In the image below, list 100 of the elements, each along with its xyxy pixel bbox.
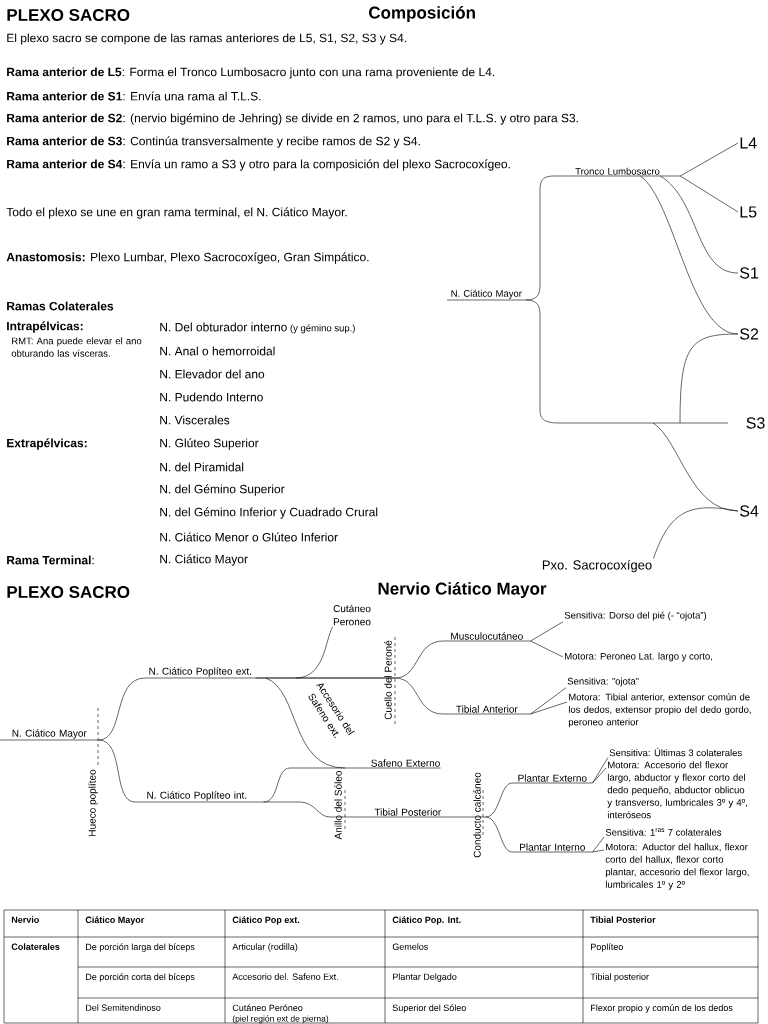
table-cell: Cutáneo Peróneo — [232, 1004, 303, 1012]
list-item: N. Del obturador interno — [160, 322, 287, 332]
table-cell: Plantar Delgado — [393, 973, 457, 982]
nerve-branch — [660, 175, 739, 274]
rotated-label: Conducto calcáneo — [472, 771, 482, 859]
nerve-label: Motora: Accesorio del flexor largo, abductor y flexor corto del dedo pequeño, abductor oblicuo y transverso, lumbricales 3º y 4º, interóseos — [607, 761, 747, 819]
table-cell: Tibial Posterior — [590, 916, 656, 923]
nerve-branch — [679, 333, 739, 424]
nerve-branch — [653, 507, 739, 559]
list-item: N. Elevador del ano — [160, 369, 265, 379]
nerve-branch — [525, 175, 555, 301]
nerve-label: Sensitiva: Dorso del pié (- “ojota”) — [564, 611, 707, 621]
heading: PLEXO SACRO — [7, 586, 130, 599]
paragraph: Rama anterior de S3: Continúa transversalmente y recibe ramos de S2 y S4. — [7, 136, 420, 148]
nerve-label: Motora: Peroneo Lat. largo y corto, — [565, 652, 712, 662]
paragraph: El plexo sacro se compone de las ramas anteriores de L5, S1, S2, S3 y S4. — [7, 33, 407, 45]
paragraph: Todo el plexo se une en gran rama terminal, el N. Ciático Mayor. — [6, 207, 347, 219]
list-item: N. Glúteo Superior — [160, 438, 259, 450]
heading: Composición — [369, 6, 475, 22]
nerve-branch — [265, 677, 346, 769]
nerve-label: Sensitiva: Últimas 3 colaterales — [609, 747, 742, 757]
table-cell: Accesorio del. Safeno Ext. — [232, 973, 338, 980]
rotated-label: Cuello del Peroné — [383, 639, 393, 721]
list-item: N. Viscerales — [160, 415, 230, 425]
table-cell: Ciático Mayor — [85, 916, 145, 925]
nerve-branch — [258, 801, 331, 818]
nerve-label: Tronco Lumbosacro — [554, 167, 681, 177]
list-item: N. Pudendo Interno — [160, 392, 263, 402]
nerve-label: Sensitiva: ”ojota” — [567, 677, 639, 687]
note-text: (y gémino sup.) — [290, 324, 355, 334]
nerve-label: S4 — [740, 505, 759, 517]
table-cell: (piel región ext de pierna) — [232, 1015, 329, 1024]
paragraph: Rama anterior de L5: Forma el Tronco Lumbosacro junto con una rama proveniente de L4. — [7, 67, 495, 79]
nerve-branch — [485, 782, 513, 818]
note-text: RMT: Ana puede elevar el ano obturando las vísceras. — [11, 337, 142, 357]
nerve-label: L4 — [740, 137, 757, 149]
table-cell: Ciático Pop ext. — [232, 916, 300, 925]
rotated-label: Hueco poplíteo — [87, 768, 99, 838]
nerve-label: S2 — [740, 328, 759, 340]
nerve-branch — [680, 142, 739, 177]
paragraph: Anastomosis: Plexo Lumbar, Plexo Sacrocoxígeo, Gran Simpático. — [6, 252, 369, 264]
list-item: N. Ciático Menor o Glúteo Inferior — [160, 532, 338, 542]
nerve-label: Motora: Tibial anterior, extensor común de los dedos, extensor propio del dedo gordo, peroneo anterior — [568, 693, 751, 728]
table-cell: Poplíteo — [591, 943, 623, 952]
nerve-branch — [530, 621, 564, 642]
nerve-branch — [592, 767, 607, 784]
nerve-label: N. Ciático Poplíteo int. — [134, 791, 259, 803]
list-item: N. del Piramidal — [160, 462, 244, 472]
nerve-label: Motora: Aductor del hallux, flexor corto del hallux, flexor corto plantar, accesorio del flexor largo, lumbricales 1º y 2º — [605, 843, 749, 890]
list-item: N. Anal o hemorroidal — [160, 346, 275, 356]
table-cell: Flexor propio y común de los dedos — [591, 1004, 733, 1013]
nerve-branch — [525, 299, 561, 424]
subheading: Rama Terminal: — [7, 555, 94, 565]
list-item: N. del Gémino Inferior y Cuadrado Crural — [160, 507, 378, 519]
table-cell: Gemelos — [392, 943, 428, 950]
subheading: Extrapélvicas: — [7, 438, 87, 450]
nerve-label: Sensitiva: 1$^{ras}$ 7 colaterales — [605, 828, 722, 836]
nerve-branch — [530, 640, 564, 658]
table-cell: De porción corta del bíceps — [86, 973, 195, 982]
nerve-label: L5 — [740, 206, 757, 218]
nerve-branch — [530, 687, 567, 715]
nerve-label: Pxo. Sacrocoxígeo — [542, 559, 652, 573]
nerve-branch — [530, 701, 568, 715]
rotated-label: Anillo del Sóleo — [333, 769, 343, 841]
nerve-branch — [592, 849, 605, 853]
nerve-branch — [255, 677, 444, 715]
subheading: Intrapélvicas: — [7, 321, 83, 333]
nerve-branch — [652, 422, 739, 512]
paragraph: Rama anterior de S4: Envía un ramo a S3 y otro para la composición del plexo Sacrocoxígeo. — [7, 159, 510, 171]
table-cell: Articular (rodilla) — [232, 943, 298, 952]
nerve-label: Plantar Externo — [511, 774, 593, 784]
paragraph: Rama anterior de S1: Envía una rama al T.L.S. — [7, 91, 261, 101]
table-cell: Superior del Sóleo — [392, 1004, 466, 1013]
paragraph: Rama anterior de S2: (nervio bigémino de Jehring) se divide en 2 ramos, uno para el T.L.S. y otro para S3. — [7, 113, 578, 125]
nerve-label: Safeno Externo — [289, 759, 441, 769]
list-item: N. del Gémino Superior — [160, 484, 285, 496]
table-cell: Ciático Pop. Int. — [392, 916, 461, 925]
nerve-label: S1 — [740, 267, 759, 279]
nerve-label: N. Ciático Poplíteo ext. — [144, 667, 256, 679]
nerve-branch — [680, 175, 739, 213]
nerve-label: N. Ciático Mayor — [446, 289, 526, 301]
table-cell: De porción larga del bíceps — [86, 943, 195, 952]
table-cell: Del Semitendinoso — [86, 1004, 161, 1011]
nerve-label: Tibial Anterior — [442, 705, 531, 715]
nerve-branch — [485, 816, 513, 853]
list-item: N. Ciático Mayor — [160, 554, 248, 566]
nerve-label: Cutáneo Peroneo — [333, 604, 371, 626]
table-cell: Nervio — [11, 916, 39, 923]
nerve-branch — [98, 739, 136, 803]
nerve-branch — [98, 677, 146, 741]
subheading: Ramas Colaterales — [7, 301, 114, 311]
nerve-label: N. Ciático Mayor — [0, 729, 99, 741]
nerve-label: Musculocutáneo — [442, 632, 531, 642]
table-cell: Tibial posterior — [590, 973, 649, 982]
nerve-branch — [592, 757, 609, 784]
table-cell: Colaterales — [11, 943, 60, 950]
heading: PLEXO SACRO — [7, 9, 130, 21]
nerve-label: Plantar Interno — [511, 843, 593, 853]
heading: Nervio Ciático Mayor — [378, 582, 547, 598]
nerve-label: S3 — [559, 417, 765, 429]
